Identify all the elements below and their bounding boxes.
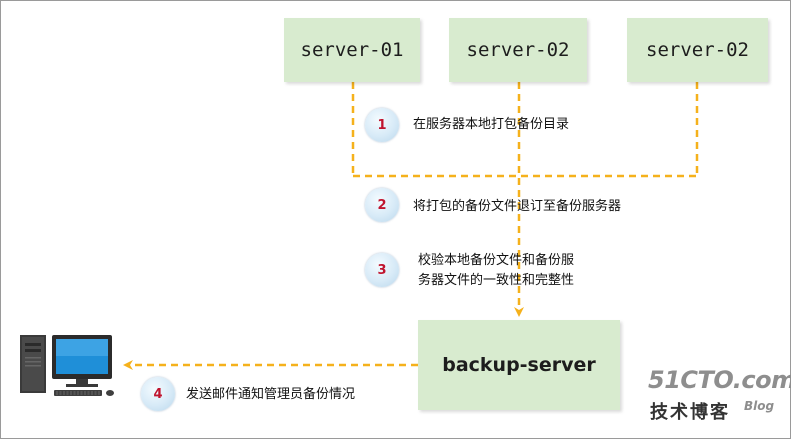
site-watermark: 51CTO.com 技术博客 Blog [648,366,791,428]
step-3-line-1: 校验本地备份文件和备份服 [418,253,575,268]
step-1-number: 1 [377,117,387,133]
step-4-number: 4 [153,386,163,402]
server-03-box: server-02 [627,18,768,82]
server-01-label: server-01 [300,39,404,61]
step-3-badge: 3 [365,253,399,287]
watermark-subtitle: 技术博客 [650,402,730,423]
step-1-text: 在服务器本地打包备份目录 [413,117,570,132]
watermark-site: 51CTO.com [648,366,791,394]
step-2-badge: 2 [365,188,399,222]
step-2-number: 2 [377,197,387,213]
server-02-box: server-02 [449,18,587,82]
server-01-box: server-01 [284,18,420,82]
step-4-text: 发送邮件通知管理员备份情况 [186,387,356,402]
step-3-text: 校验本地备份文件和备份服 务器文件的一致性和完整性 [418,251,574,291]
backup-server-box: backup-server [418,320,620,410]
server-03-label: server-02 [646,39,749,61]
server-02-label: server-02 [466,39,570,61]
desktop-computer-icon [20,335,114,396]
step-2-text: 将打包的备份文件退订至备份服务器 [413,199,622,214]
step-4-badge: 4 [141,377,175,411]
watermark-blog: Blog [744,399,775,413]
step-3-line-2: 务器文件的一致性和完整性 [418,273,575,288]
backup-server-label: backup-server [442,354,596,376]
step-1-badge: 1 [365,108,399,142]
step-3-number: 3 [377,262,387,278]
